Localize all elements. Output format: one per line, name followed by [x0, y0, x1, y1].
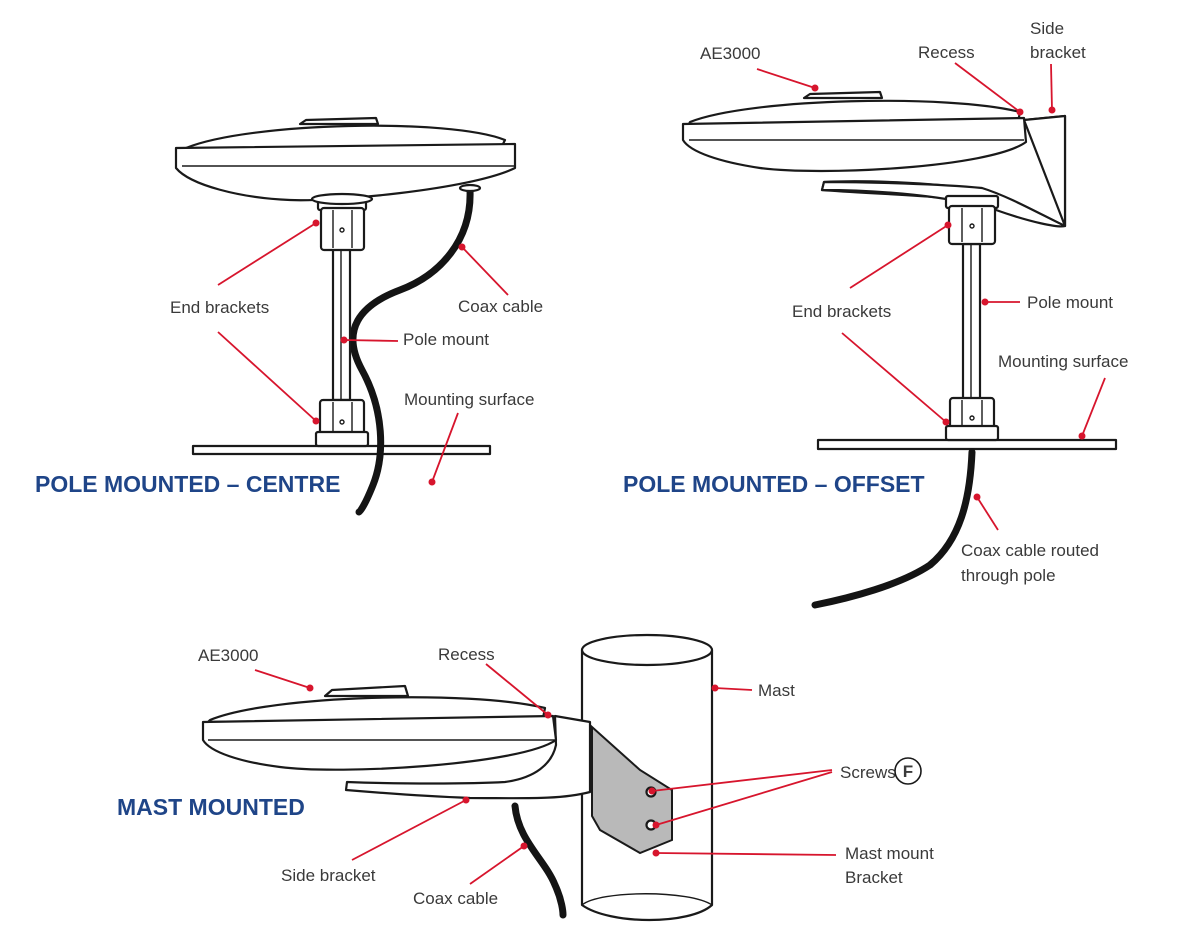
upper-end-bracket [316, 196, 368, 252]
ae3000-antenna-offset [681, 90, 1028, 173]
label-screws: Screws [840, 763, 896, 782]
label-mast: Mast [758, 681, 795, 700]
title-mast-mounted: MAST MOUNTED [117, 794, 305, 820]
label-mast-mount-line1: Mast mount [845, 844, 934, 863]
ae3000-antenna-mast [201, 684, 558, 771]
mast-mount-bracket [591, 724, 673, 855]
lower-end-bracket [314, 398, 370, 448]
label-coax-cable-mast: Coax cable [413, 889, 498, 908]
side-bracket-offset [820, 114, 1067, 228]
panel-pole-offset: AE3000 Recess Side bracket End brackets … [623, 19, 1128, 609]
lower-end-bracket-offset [944, 396, 1000, 442]
label-side-bracket-line2: bracket [1030, 43, 1086, 62]
title-pole-offset: POLE MOUNTED – OFFSET [623, 471, 925, 497]
label-pole-mount-offset: Pole mount [1027, 293, 1113, 312]
coax-cable [349, 186, 474, 516]
leaders-mast [254, 663, 837, 885]
label-end-brackets: End brackets [170, 298, 269, 317]
label-mast-mount-line2: Bracket [845, 868, 903, 887]
panel-pole-centre: End brackets Coax cable Pole mount Mount… [35, 116, 543, 516]
screws-badge-letter: F [903, 762, 913, 781]
label-mounting-surface: Mounting surface [404, 390, 534, 409]
label-recess: Recess [918, 43, 975, 62]
coax-cable-mast [511, 802, 567, 919]
side-bracket-mast [344, 714, 592, 800]
leaders-offset [756, 62, 1106, 531]
coax-cable-routed [811, 448, 976, 609]
label-pole-mount: Pole mount [403, 330, 489, 349]
label-ae3000-mast: AE3000 [198, 646, 259, 665]
title-pole-centre: POLE MOUNTED – CENTRE [35, 471, 340, 497]
label-side-bracket-mast: Side bracket [281, 866, 376, 885]
label-coax-cable: Coax cable [458, 297, 543, 316]
label-coax-routed-line2: through pole [961, 566, 1056, 585]
label-side-bracket-line1: Side [1030, 19, 1064, 38]
label-mounting-surface-offset: Mounting surface [998, 352, 1128, 371]
label-recess-mast: Recess [438, 645, 495, 664]
panel-mast: AE3000 Recess Mast Screws F Mast mount B… [117, 633, 934, 922]
ae3000-antenna [174, 116, 517, 206]
screws-badge: F [894, 757, 922, 785]
mounting-surface-plate-offset [816, 438, 1118, 451]
label-coax-routed-line1: Coax cable routed [961, 541, 1099, 560]
leaders-centre [217, 219, 509, 486]
label-ae3000: AE3000 [700, 44, 761, 63]
label-end-brackets-offset: End brackets [792, 302, 891, 321]
upper-end-bracket-offset [944, 194, 1000, 246]
